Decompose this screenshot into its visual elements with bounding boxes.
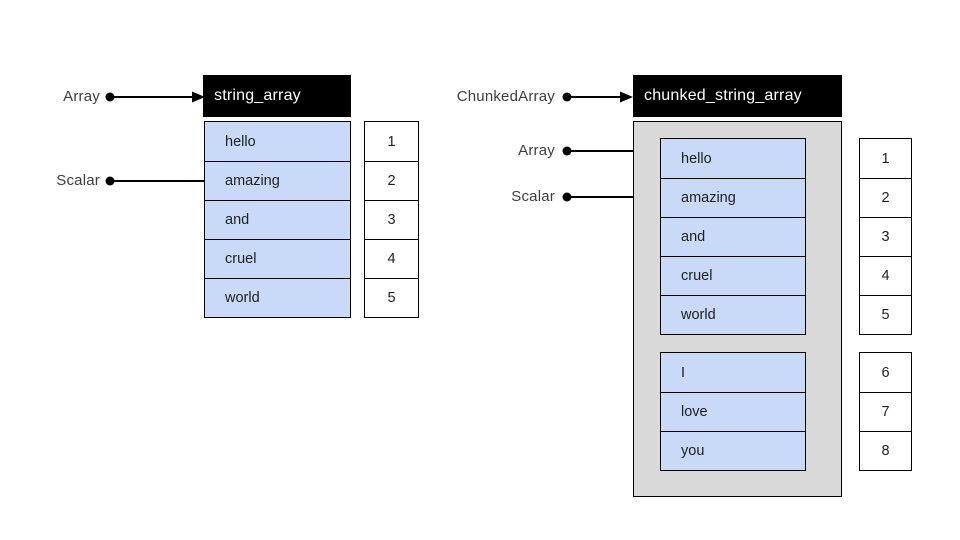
array-cell: cruel [661, 256, 805, 295]
chunk2-cells: I love you [660, 352, 806, 471]
index-cell: 4 [365, 239, 418, 278]
index-cell: 1 [881, 150, 890, 167]
left-array-pointer-arrow [105, 91, 205, 103]
chunk1-cells: hello amazing and cruel world [660, 138, 806, 335]
chunk1-index-column: 1 2 3 4 5 [859, 138, 912, 335]
left-array-label: Array [63, 88, 100, 105]
array-cell: and [661, 217, 805, 256]
index-cell: 5 [860, 295, 911, 334]
array-cell: amazing [205, 161, 350, 200]
index-cell: 3 [365, 200, 418, 239]
chunked-array-label: ChunkedArray [456, 88, 555, 105]
right-scalar-label: Scalar [511, 188, 555, 205]
left-scalar-pointer-arrow [105, 175, 218, 187]
array-cell: amazing [661, 178, 805, 217]
array-cell: love [661, 392, 805, 431]
array-cell: world [661, 295, 805, 334]
string-array-cells: hello amazing and cruel world [204, 121, 351, 318]
index-cell: 4 [860, 256, 911, 295]
index-cell: 7 [860, 392, 911, 431]
index-cell: 1 [387, 133, 396, 150]
index-cell: 5 [365, 278, 418, 317]
index-cell: 6 [881, 364, 890, 381]
array-cell: and [205, 200, 350, 239]
index-cell: 2 [860, 178, 911, 217]
string-array-header: string_array [203, 75, 351, 117]
chunked-array-pointer-arrow [562, 91, 633, 103]
array-cell: cruel [205, 239, 350, 278]
right-array-label: Array [518, 142, 555, 159]
chunked-string-array-header: chunked_string_array [633, 75, 842, 117]
array-cell: I [681, 364, 686, 381]
string-array-index-column: 1 2 3 4 5 [364, 121, 419, 318]
left-scalar-label: Scalar [56, 172, 100, 189]
index-cell: 2 [365, 161, 418, 200]
array-cell: hello [225, 133, 256, 150]
index-cell: 3 [860, 217, 911, 256]
array-cell: hello [681, 150, 712, 167]
array-cell: you [661, 431, 805, 470]
chunk2-index-column: 6 7 8 [859, 352, 912, 471]
array-cell: world [205, 278, 350, 317]
index-cell: 8 [860, 431, 911, 470]
